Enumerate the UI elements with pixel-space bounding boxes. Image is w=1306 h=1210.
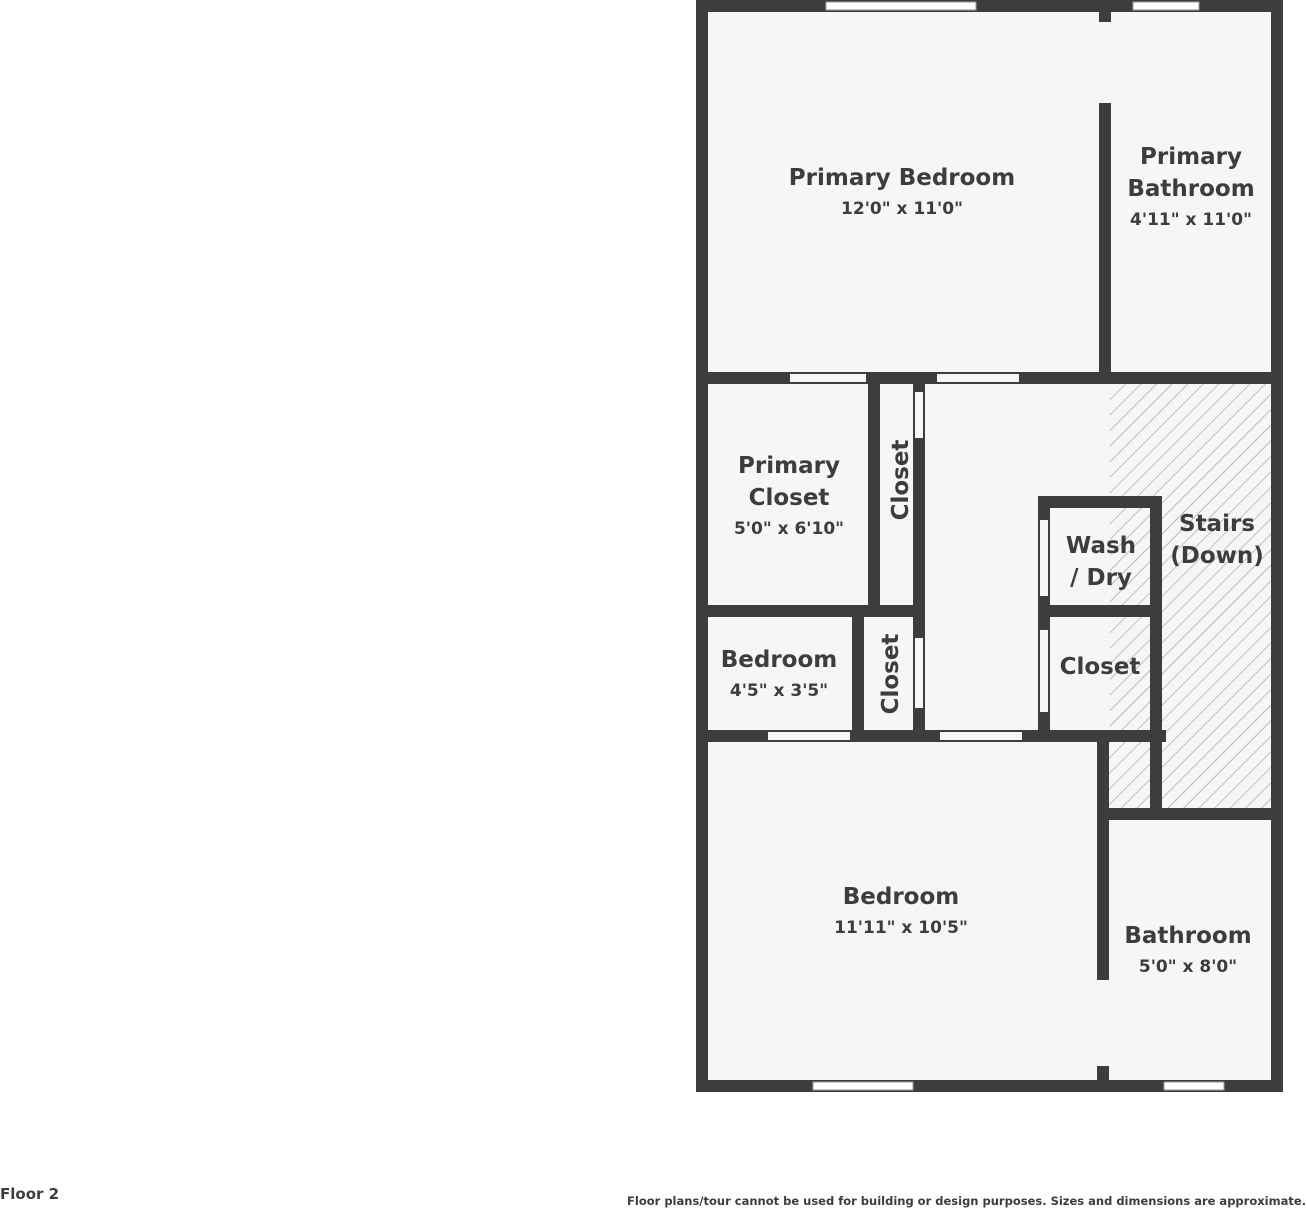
bedroom-small-name: Bedroom bbox=[721, 647, 838, 673]
wash-dry-name-1: Wash bbox=[1066, 533, 1136, 559]
bedroom-main-name: Bedroom bbox=[843, 884, 960, 910]
door-openings bbox=[768, 22, 1109, 1066]
primary-closet-name-2: Closet bbox=[749, 485, 830, 511]
floor-label: Floor 2 bbox=[0, 1185, 60, 1203]
stairs-name-2: (Down) bbox=[1170, 543, 1264, 569]
window-top-left bbox=[825, 1, 977, 11]
primary-bathroom-name-1: Primary bbox=[1140, 144, 1242, 170]
wash-dry-name-2: / Dry bbox=[1070, 565, 1132, 591]
primary-closet-name-1: Primary bbox=[738, 453, 840, 479]
bedroom-main-dims: 11'11" x 10'5" bbox=[834, 918, 968, 938]
bathroom-dims: 5'0" x 8'0" bbox=[1139, 957, 1237, 977]
primary-closet-dims: 5'0" x 6'10" bbox=[734, 519, 844, 539]
stairs-landing-hatch bbox=[1106, 742, 1152, 808]
window-top-right bbox=[1132, 1, 1200, 11]
window-bottom-right bbox=[1163, 1081, 1225, 1091]
bathroom-name: Bathroom bbox=[1124, 923, 1251, 949]
closet-lower-name: Closet bbox=[878, 634, 904, 715]
stairs-name-1: Stairs bbox=[1179, 511, 1255, 537]
disclaimer-text: Floor plans/tour cannot be used for buil… bbox=[627, 1194, 1306, 1208]
bedroom-small-dims: 4'5" x 3'5" bbox=[730, 681, 828, 701]
closet-right-name: Closet bbox=[1060, 654, 1141, 680]
primary-bathroom-dims: 4'11" x 11'0" bbox=[1130, 210, 1252, 230]
window-bottom-left bbox=[812, 1081, 914, 1091]
primary-bedroom-name: Primary Bedroom bbox=[789, 165, 1015, 191]
primary-bathroom-name-2: Bathroom bbox=[1127, 176, 1254, 202]
closet-upper-name: Closet bbox=[888, 440, 914, 521]
primary-bedroom-dims: 12'0" x 11'0" bbox=[841, 199, 963, 219]
windows-and-doors bbox=[812, 1, 1225, 1091]
